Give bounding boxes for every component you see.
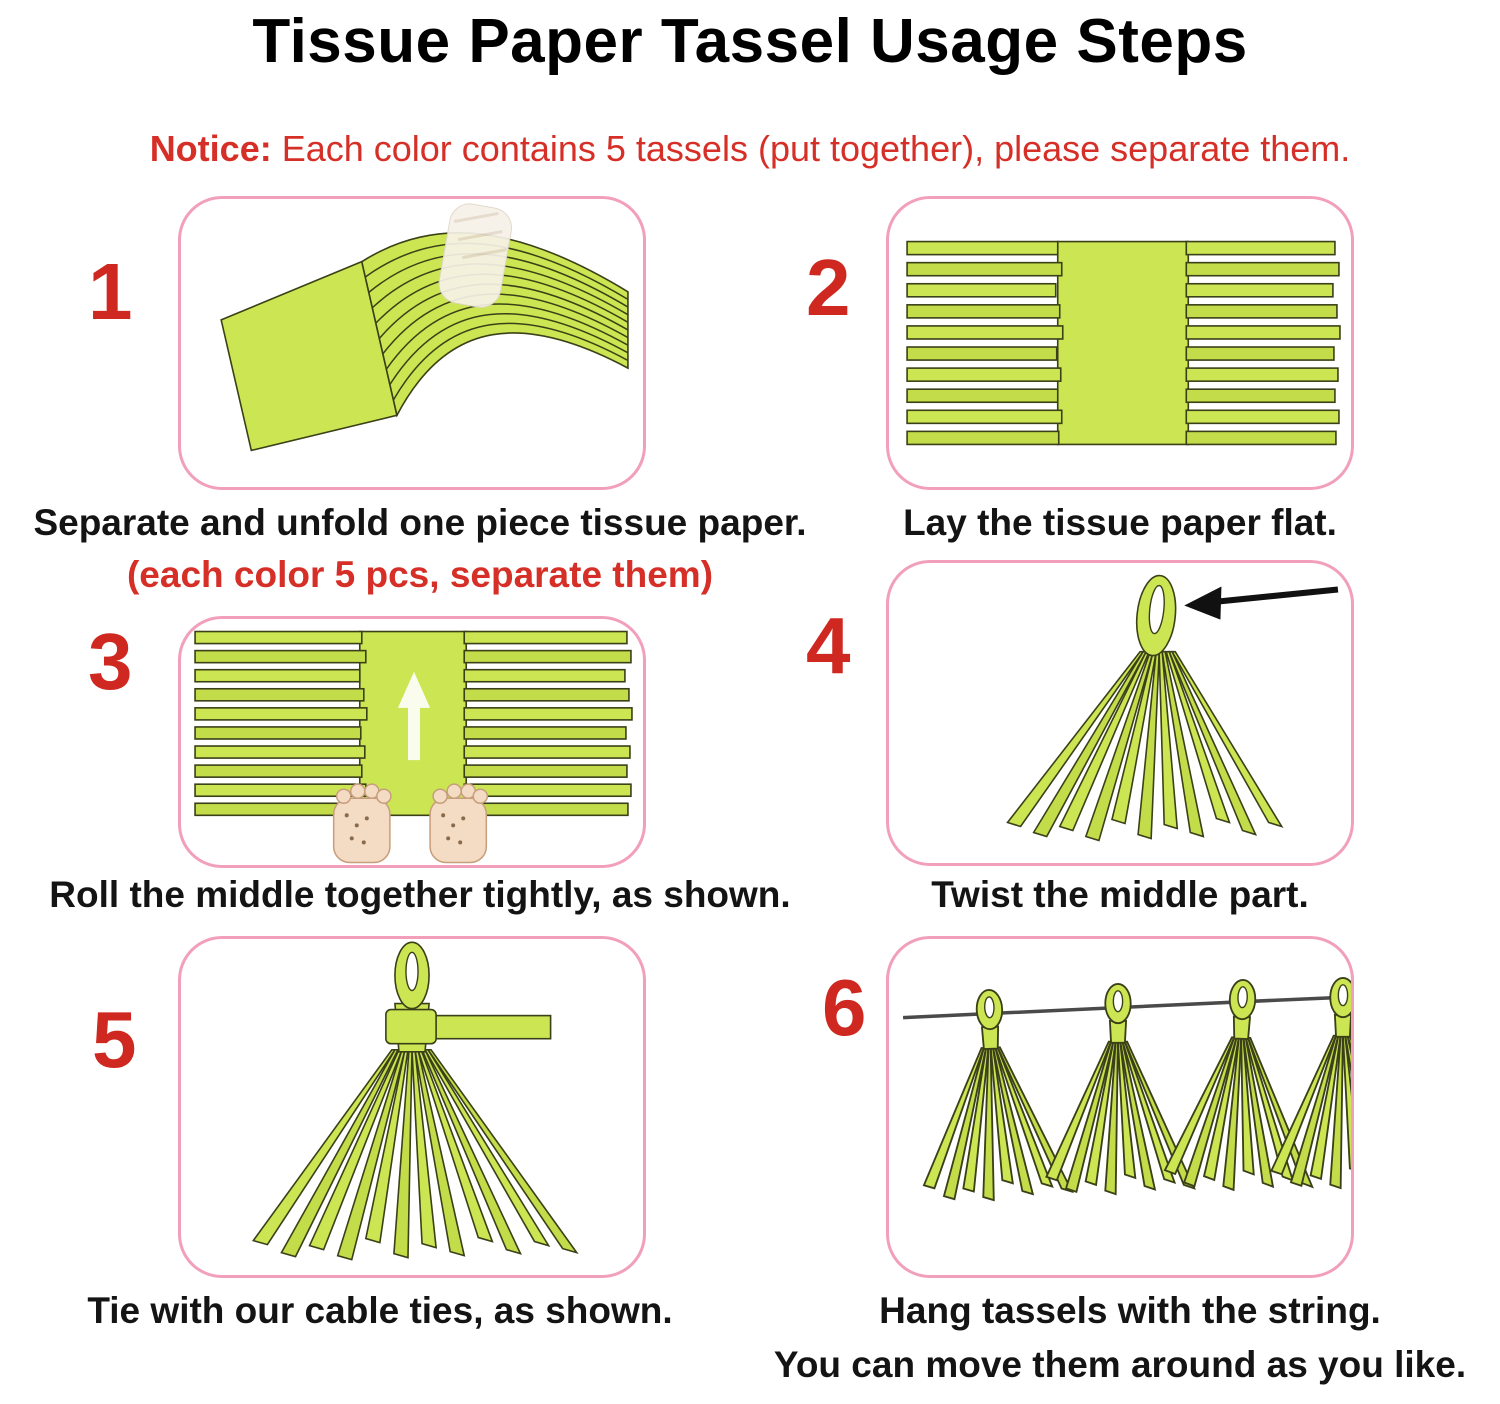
step-1-panel xyxy=(178,196,646,490)
step-3-caption: Roll the middle together tightly, as sho… xyxy=(49,874,791,915)
step-1-subcaption: (each color 5 pcs, separate them) xyxy=(126,554,714,595)
hanging-tassels-graphic xyxy=(902,976,1351,1204)
step-1-number: 1 xyxy=(88,247,133,336)
flat-tissue-graphic xyxy=(906,240,1341,446)
rolling-tissue-graphic xyxy=(194,630,633,864)
twisted-tassel-graphic xyxy=(1006,574,1339,842)
step-3-illustration xyxy=(194,630,633,864)
step-3-panel xyxy=(178,616,646,868)
step-5-caption: Tie with our cable ties, as shown. xyxy=(87,1290,673,1331)
step-6-illustration xyxy=(902,976,1351,1204)
step-1-illustration xyxy=(220,203,629,452)
notice: Notice: Each color contains 5 tassels (p… xyxy=(0,128,1500,170)
notice-text: Each color contains 5 tassels (put toget… xyxy=(271,128,1351,169)
step-2-number: 2 xyxy=(806,243,851,332)
step-5-panel xyxy=(178,936,646,1278)
step-2-illustration xyxy=(906,240,1341,446)
step-3-number: 3 xyxy=(88,617,133,706)
arrow-icon xyxy=(1184,586,1339,620)
step-4-caption: Twist the middle part. xyxy=(931,874,1309,915)
hand-graphic xyxy=(438,203,512,308)
loop-graphic xyxy=(394,941,430,1010)
step-6-subcaption: You can move them around as you like. xyxy=(773,1344,1467,1385)
hands-graphic xyxy=(332,783,489,864)
step-6-caption: Hang tassels with the string. xyxy=(879,1290,1381,1331)
step-6-number: 6 xyxy=(822,963,867,1052)
step-6-panel xyxy=(886,936,1354,1278)
notice-label: Notice: xyxy=(149,128,272,169)
step-2-caption: Lay the tissue paper flat. xyxy=(903,502,1337,543)
step-5-number: 5 xyxy=(92,995,137,1084)
up-arrow-icon xyxy=(397,671,431,761)
page-title: Tissue Paper Tassel Usage Steps xyxy=(252,7,1248,76)
step-4-illustration xyxy=(1006,574,1339,842)
loop-graphic xyxy=(1135,574,1177,657)
step-5-illustration xyxy=(251,941,579,1261)
step-4-number: 4 xyxy=(806,601,851,690)
cable-tie-graphic xyxy=(385,1008,552,1045)
step-1-caption: Separate and unfold one piece tissue pap… xyxy=(33,502,807,543)
step-4-panel xyxy=(886,560,1354,866)
tied-tassel-graphic xyxy=(251,941,579,1261)
step-2-panel xyxy=(886,196,1354,490)
separated-tissue-graphic xyxy=(220,203,629,452)
